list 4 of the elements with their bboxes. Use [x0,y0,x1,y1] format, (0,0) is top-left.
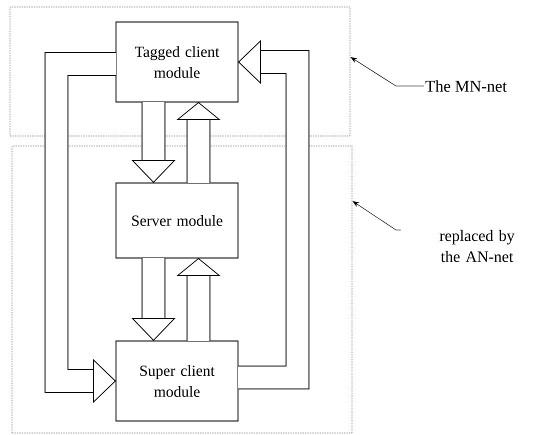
note-text: replaced by the AN-net [440,230,515,262]
dotted-region [12,146,352,434]
dotted-region [10,6,350,136]
note-text: The MN-net [426,80,507,92]
